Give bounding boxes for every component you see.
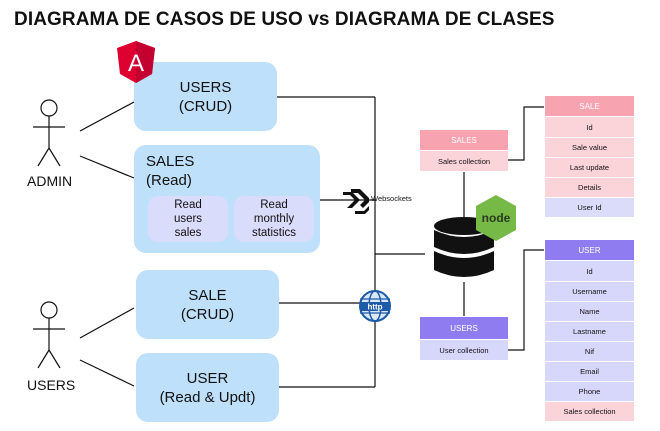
use-case-sales-read: SALES (Read) Read users sales Read month… — [134, 145, 320, 253]
sale-entity-field: User Id — [545, 197, 634, 217]
nodejs-logo-text: node — [482, 211, 511, 225]
sale-entity-header: SALE — [545, 96, 634, 116]
sale-entity-field: Last update — [545, 157, 634, 177]
user-entity-field: Sales collection — [545, 401, 634, 421]
page-title: DIAGRAMA DE CASOS DE USO vs DIAGRAMA DE … — [14, 9, 555, 30]
user-entity-field: Id — [545, 261, 634, 281]
angular-logo-letter: A — [128, 50, 144, 77]
users-collection-header: USERS — [420, 317, 508, 339]
users-actor-label: USERS — [27, 377, 76, 393]
user-collection-row: User collection — [420, 340, 508, 360]
use-case-users-crud-label: USERS (CRUD) — [178, 78, 233, 115]
admin-actor-figure — [33, 99, 65, 167]
sale-entity-field: Id — [545, 117, 634, 137]
database-icon — [426, 214, 506, 288]
user-entity-header: USER — [545, 240, 634, 260]
websockets-label: Websockets — [371, 194, 412, 203]
user-entity-field: Email — [545, 361, 634, 381]
use-case-sale-crud: SALE (CRUD) — [136, 270, 279, 339]
user-entity-field: Nif — [545, 341, 634, 361]
sale-entity-field: Sale value — [545, 137, 634, 157]
http-globe-text: http — [367, 303, 382, 312]
use-case-user-read-updt: USER (Read & Updt) — [136, 353, 279, 422]
users-actor-figure — [33, 301, 65, 369]
http-globe-icon: http — [358, 289, 392, 323]
admin-actor-label: ADMIN — [27, 173, 73, 189]
sub-case-read-monthly-statistics: Read monthly statistics — [234, 196, 314, 242]
sales-collection-header: SALES — [420, 130, 508, 150]
use-case-user-read-updt-label: USER (Read & Updt) — [159, 369, 256, 406]
sale-entity-field: Details — [545, 177, 634, 197]
use-case-users-crud: USERS (CRUD) — [134, 62, 277, 131]
sales-collection-row: Sales collection — [420, 151, 508, 171]
user-entity-field: Lastname — [545, 321, 634, 341]
sub-case-read-users-sales: Read users sales — [148, 196, 228, 242]
nodejs-logo-icon: node — [473, 193, 519, 243]
user-entity-field: Phone — [545, 381, 634, 401]
use-case-sale-crud-label: SALE (CRUD) — [180, 286, 235, 323]
user-entity-field: Username — [545, 281, 634, 301]
angular-logo-icon: A — [115, 40, 157, 84]
user-entity-field: Name — [545, 301, 634, 321]
use-case-sales-read-label: SALES (Read) — [146, 153, 195, 189]
websockets-icon — [340, 184, 372, 216]
